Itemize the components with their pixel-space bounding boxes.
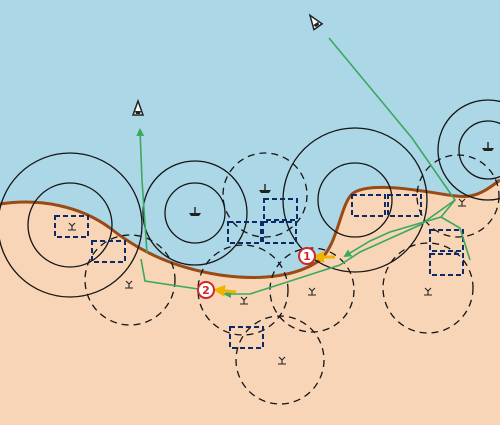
movement-routes	[136, 37, 471, 298]
route-line	[140, 258, 199, 290]
ship-hull	[189, 213, 201, 216]
ground-unit-icon[interactable]	[308, 287, 316, 296]
ship-hull	[482, 148, 494, 151]
ground-unit-icon[interactable]	[240, 296, 248, 305]
marker-2-label: 2	[202, 284, 210, 297]
boat-icon[interactable]	[306, 12, 324, 31]
boat-deck	[313, 21, 320, 28]
solid-range-ring	[317, 162, 393, 238]
marker-1-label: 1	[303, 250, 311, 263]
dashed-range-ring	[197, 244, 289, 336]
dashed-range-ring	[84, 234, 176, 326]
ground-unit-icon[interactable]	[125, 280, 133, 289]
ground-unit-icon[interactable]	[458, 198, 466, 207]
route-line	[223, 199, 456, 298]
boat-icon[interactable]	[131, 98, 145, 116]
dashed-range-ring	[269, 247, 355, 333]
boat-deck	[135, 111, 141, 114]
target-zone	[263, 198, 298, 221]
marker-1-ring	[298, 247, 316, 265]
solid-range-ring	[0, 152, 143, 298]
target-zone	[262, 221, 297, 244]
dashed-range-ring	[382, 242, 474, 334]
ground-unit-icon[interactable]	[278, 356, 286, 365]
target-zone	[227, 221, 262, 244]
solid-range-ring	[437, 99, 500, 201]
dashed-range-ring	[416, 154, 500, 238]
ground-unit-icon[interactable]	[68, 222, 76, 231]
solid-range-ring	[142, 160, 248, 266]
solid-range-rings	[0, 99, 500, 298]
solid-range-ring	[27, 182, 113, 268]
ground-unit-icon[interactable]	[424, 287, 432, 296]
boat-hull	[308, 13, 324, 31]
yellow-arrow	[213, 284, 237, 297]
target-zone	[429, 229, 464, 252]
ship-icon[interactable]	[482, 142, 494, 151]
dashed-range-ring	[222, 152, 308, 238]
target-zone	[54, 215, 89, 238]
route-line	[440, 216, 471, 261]
marker-2[interactable]: 2	[197, 281, 215, 299]
marker-1[interactable]: 1	[298, 247, 316, 265]
target-zone	[387, 194, 422, 217]
target-zones	[54, 194, 464, 349]
target-zone	[229, 326, 264, 349]
target-zone	[91, 240, 126, 263]
solid-range-ring	[164, 182, 226, 244]
solid-range-ring	[458, 120, 500, 180]
target-zone	[351, 194, 386, 217]
dashed-range-rings	[84, 152, 500, 405]
ground-unit-icons	[68, 198, 466, 365]
ship-icon[interactable]	[259, 184, 271, 193]
dashed-range-ring	[235, 315, 325, 405]
target-zone	[429, 253, 464, 276]
marker-2-ring	[197, 281, 215, 299]
ship-icon[interactable]	[189, 207, 201, 216]
ship-hull	[259, 190, 271, 193]
route-line	[136, 128, 148, 254]
